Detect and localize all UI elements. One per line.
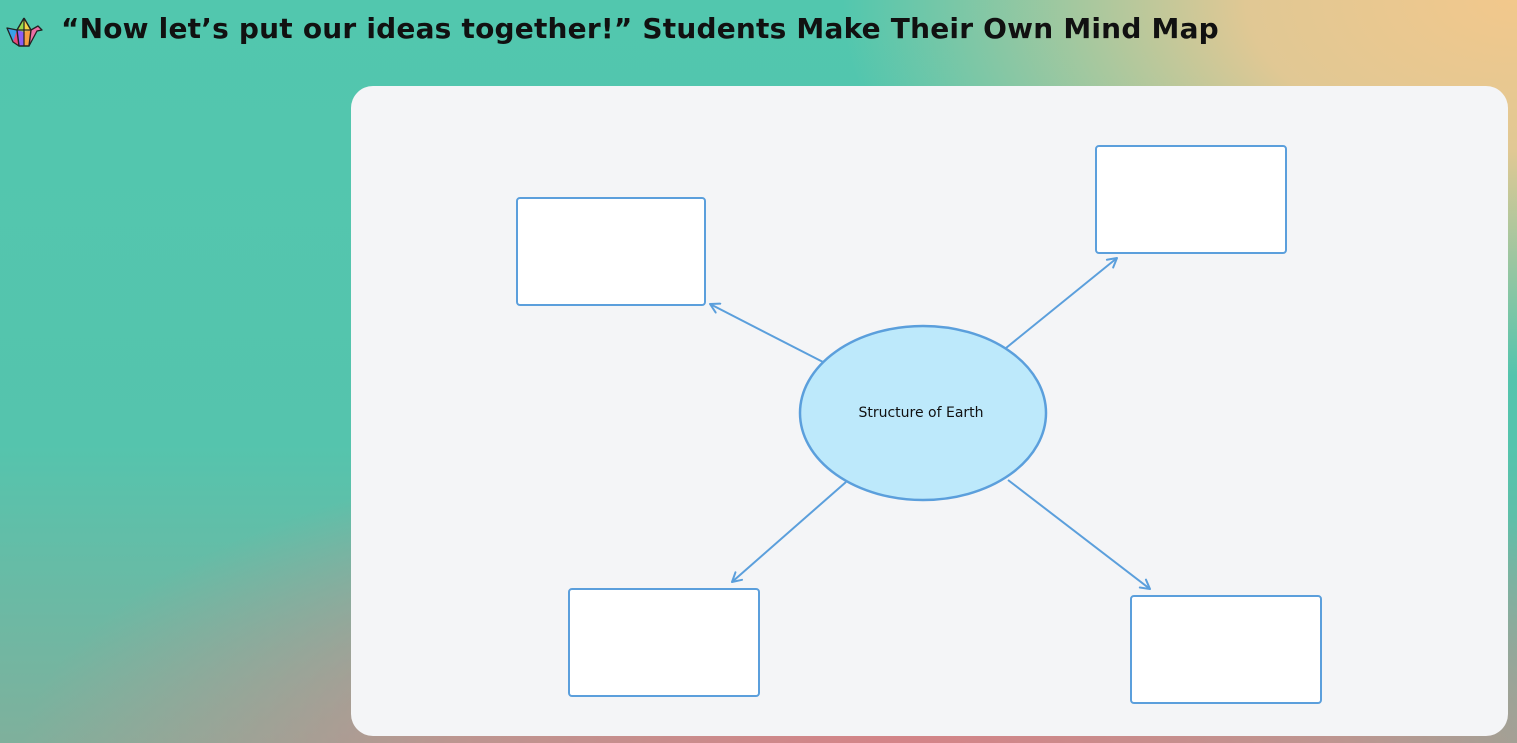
- branch-node-bottom-left[interactable]: [568, 588, 760, 697]
- paper-crane-logo-icon: [4, 16, 44, 50]
- branch-node-top-left[interactable]: [516, 197, 706, 306]
- center-node-ellipse[interactable]: [798, 324, 1048, 502]
- mind-map-connectors: [709, 257, 1151, 590]
- arrow-to-bottom-right: [1007, 479, 1151, 590]
- page-title: “Now let’s put our ideas together!” Stud…: [61, 12, 1219, 45]
- arrow-to-top-right: [1005, 257, 1118, 349]
- branch-node-top-right[interactable]: [1095, 145, 1287, 254]
- branch-node-bottom-right[interactable]: [1130, 595, 1322, 704]
- arrow-to-top-left: [709, 302, 824, 363]
- mind-map-canvas[interactable]: Structure of Earth: [351, 86, 1508, 736]
- center-node-label: Structure of Earth: [858, 405, 984, 421]
- arrow-to-bottom-left: [731, 481, 847, 583]
